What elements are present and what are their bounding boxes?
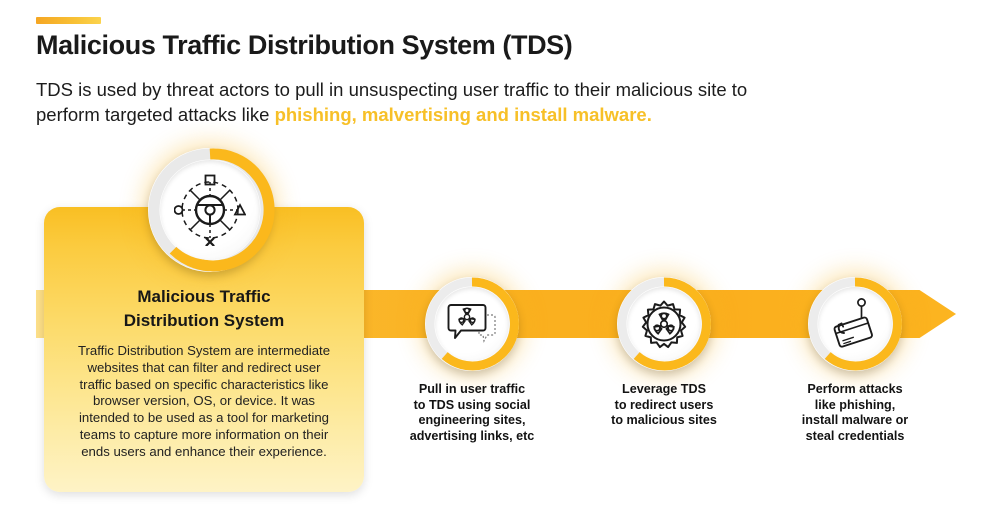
intro-highlight-text: phishing, malvertising and install malwa… [274, 104, 652, 125]
speech-bubble-biohazard-icon [447, 304, 496, 343]
card-title-line1: Malicious Traffic [137, 287, 271, 306]
node-step-1 [425, 277, 519, 371]
node-inner-disc [627, 287, 701, 361]
accent-bar [36, 17, 101, 24]
caption-step-1: Pull in user traffic to TDS using social… [409, 382, 535, 443]
node-progress-ring [148, 148, 275, 272]
caption-step-2: Leverage TDS to redirect users to malici… [611, 382, 717, 428]
caption-step-3: Perform attacks like phishing, install m… [801, 382, 909, 443]
node-progress-ring [425, 277, 519, 371]
intro-paragraph: TDS is used by threat actors to pull in … [36, 77, 816, 127]
gear-biohazard-icon [641, 300, 687, 349]
node-step-3 [808, 277, 902, 371]
card-title: Malicious Traffic Distribution System [44, 285, 364, 333]
node-step-2 [617, 277, 711, 371]
steering-wheel-network-icon [174, 174, 246, 246]
page-title: Malicious Traffic Distribution System (T… [36, 30, 573, 60]
tds-description-card: Malicious Traffic Distribution System Tr… [44, 207, 364, 492]
phishing-hook-credit-card-icon [833, 298, 873, 348]
node-progress-ring [808, 277, 902, 371]
intro-plain-text: TDS is used by threat actors to pull in … [36, 79, 748, 125]
card-title-line2: Distribution System [123, 311, 285, 330]
node-progress-ring [617, 277, 711, 371]
card-body-text: Traffic Distribution System are intermed… [77, 343, 331, 459]
node-tds-hub [148, 148, 275, 272]
